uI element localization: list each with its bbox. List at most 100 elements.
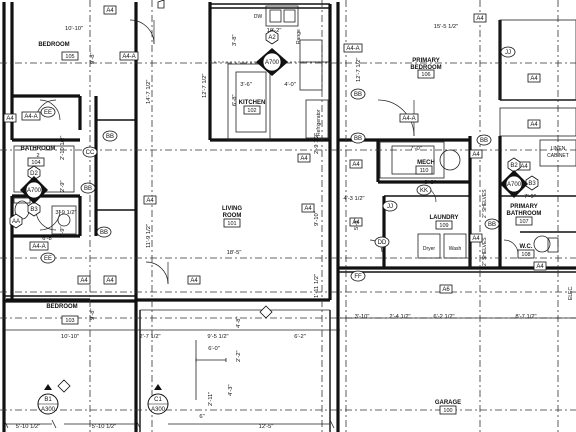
- room-name-laundry: LAUNDRY: [429, 215, 458, 221]
- dim-text: 2'-4 1/2": [389, 314, 410, 320]
- tag-ff: FF: [354, 274, 362, 280]
- tag-box: [103, 275, 117, 285]
- room-name-living-2: ROOM: [223, 213, 242, 219]
- room-tag-box: [223, 218, 241, 228]
- room-name-primary-bath-2: BATHROOM: [507, 211, 542, 217]
- reference-marker: [157, 0, 165, 9]
- tag-a4: A4: [352, 162, 360, 168]
- room-name-bathroom: BATHROOM: [21, 146, 56, 152]
- tag-a4: A4: [146, 198, 154, 204]
- section-sheet: A300: [41, 407, 56, 413]
- room-tag-box: [515, 216, 533, 226]
- tag-bb: BB: [100, 230, 108, 236]
- dim-text: 18'-5": [227, 250, 242, 256]
- dim-text: 2'-11": [208, 392, 214, 406]
- room-name-garage: GARAGE: [435, 400, 461, 406]
- tag-a6: A6: [442, 287, 450, 293]
- door-tag-oval: [82, 146, 98, 158]
- room-labels: BEDROOM 105 BATHROOM 2 104 BEDROOM 103 K…: [21, 42, 542, 415]
- room-name-living: LIVING: [222, 206, 242, 212]
- label-cabinet: CABINET: [547, 153, 569, 159]
- tag-bb: BB: [488, 222, 496, 228]
- room-number-garage: 100: [443, 408, 452, 414]
- section-markers: B1 A300 C1 A300: [37, 384, 169, 415]
- room-tag-box: [439, 405, 457, 415]
- room-tag-box: [415, 165, 433, 175]
- window-tag-hex: [507, 157, 521, 173]
- dimension-ticks: [3, 340, 335, 429]
- tag-jj: JJ: [387, 204, 393, 210]
- room-tag-box: [435, 220, 453, 230]
- tag-bb: BB: [480, 138, 488, 144]
- room-number-bedroom-top: 105: [65, 54, 74, 60]
- tag-a4: A4: [304, 206, 312, 212]
- room-number-mech: 110: [420, 168, 429, 174]
- tag-cc: CC: [86, 150, 95, 156]
- room-tag-box: [61, 315, 79, 325]
- door-tag-oval: [484, 218, 500, 230]
- tag-box: [533, 261, 547, 271]
- dim-text: 6": [199, 414, 204, 420]
- tag-b2: B2: [510, 163, 518, 169]
- section-id: C1: [154, 397, 162, 403]
- tag-a4: A4: [190, 278, 198, 284]
- section-sheet: A300: [151, 407, 166, 413]
- tag-box: [343, 43, 363, 53]
- dim-text: 7'-9": [524, 194, 536, 200]
- tag-dd: DD: [378, 240, 387, 246]
- tag-a4a: A4-A: [122, 54, 135, 60]
- dim-text: 1'-11 1/2": [314, 274, 320, 298]
- tag-box: [349, 217, 363, 227]
- tag-box: [399, 113, 419, 123]
- tag-ee: EE: [44, 256, 52, 262]
- tag-a4a: A4-A: [402, 116, 415, 122]
- tag-a4: A4: [106, 278, 114, 284]
- room-number-primary-bath: 107: [519, 219, 528, 225]
- dim-text: 10'-10": [65, 26, 83, 32]
- dim-text: 2'-9": [60, 180, 66, 192]
- label-dryer: Dryer: [423, 246, 436, 252]
- tag-a4a: A4-A: [346, 46, 359, 52]
- dim-text: 6'-2": [294, 334, 306, 340]
- tag-box: [187, 275, 201, 285]
- dim-text: 9'-9": [424, 180, 436, 186]
- door-tag-oval: [382, 200, 398, 212]
- tag-a4: A4: [6, 116, 14, 122]
- dim-text: 15'-5 1/2": [434, 24, 458, 30]
- tag-a4a: A4-A: [24, 114, 37, 120]
- dim-text: 6'-0": [208, 346, 220, 352]
- door-tag-oval: [374, 236, 390, 248]
- dim-text: 2'-7 1/2": [139, 334, 160, 340]
- tag-ee: EE: [44, 110, 52, 116]
- kitchen-fixtures: [210, 5, 331, 141]
- tag-box: [21, 111, 41, 121]
- label-linen: LINEN: [551, 146, 566, 152]
- tag-a4: A4: [476, 16, 484, 22]
- tag-bb: BB: [84, 186, 92, 192]
- section-marker-c1: C1 A300: [147, 384, 169, 415]
- elevation-marker: A700: [500, 170, 528, 198]
- room-number-wc: 108: [521, 252, 530, 258]
- dim-text: 8'-7 1/2": [515, 314, 536, 320]
- tag-a2: A2: [268, 35, 276, 41]
- label-refrigerator: Refrigerator: [316, 109, 322, 136]
- elevation-marker: A700: [20, 176, 48, 204]
- dim-text: 4'-8": [236, 316, 242, 328]
- tag-box: [469, 149, 483, 159]
- dimensions: 10'-10" 10'-2" 3'-6" 4'-0" 15'-5 1/2" 12…: [16, 24, 537, 430]
- dim-text: 3'-6": [240, 82, 252, 88]
- tag-box: [301, 203, 315, 213]
- reference-diamond: [57, 379, 71, 393]
- tag-a4: A4: [536, 264, 544, 270]
- reference-diamond: [259, 305, 273, 319]
- tag-box: [469, 233, 483, 243]
- label-elec: ELEC.: [568, 286, 574, 300]
- bath-fixtures: [13, 19, 576, 268]
- tag-box: [527, 119, 541, 129]
- door-tag-oval: [350, 132, 366, 144]
- label-wash: Wash: [449, 246, 462, 252]
- dim-text: 3'-10": [355, 314, 370, 320]
- section-id: B1: [44, 397, 52, 403]
- room-code-bathroom: 2: [36, 153, 39, 159]
